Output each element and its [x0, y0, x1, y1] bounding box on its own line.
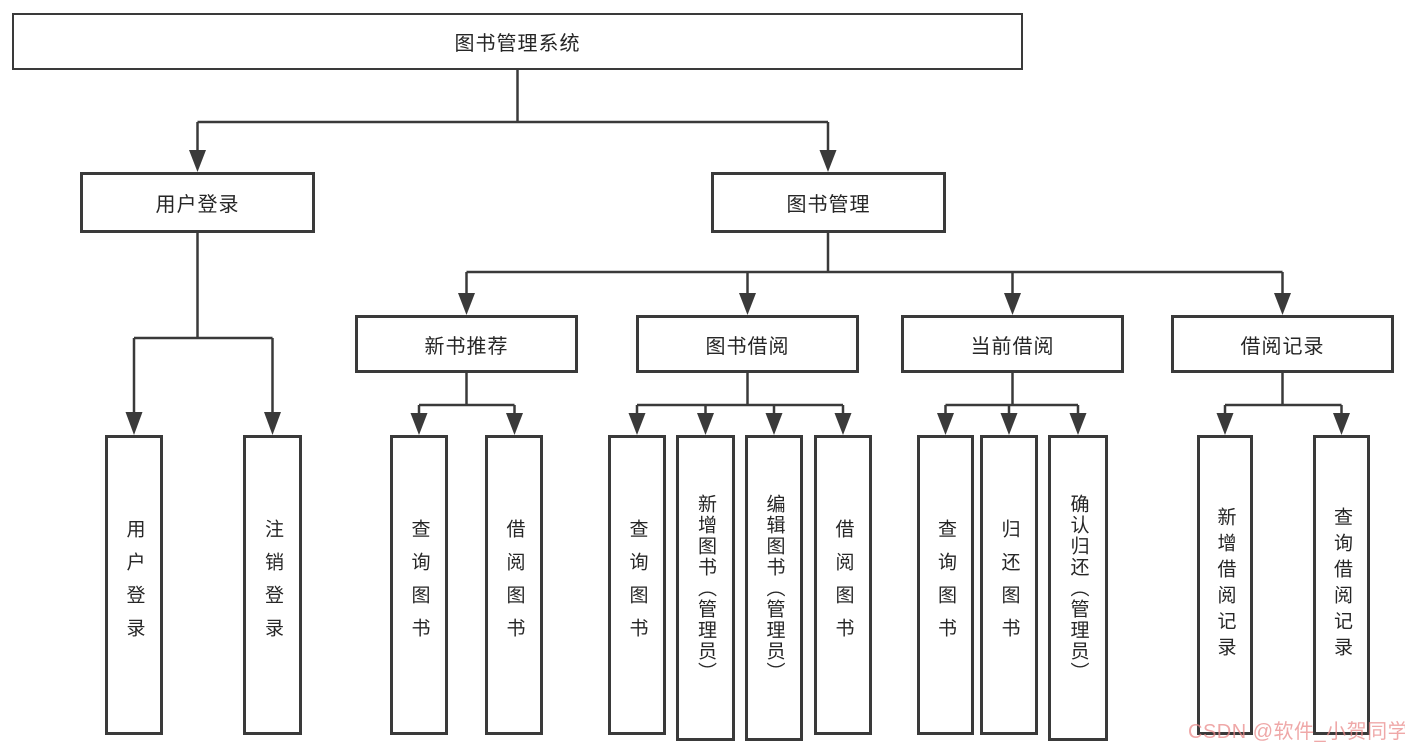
node-label: 当前借阅: [970, 335, 1055, 358]
leaf-add-borrow-record: 新增借阅记录: [1197, 435, 1253, 735]
leaf-borrow-books-recommend: 借阅图书: [485, 435, 543, 735]
node-label: 图书管理: [786, 194, 871, 216]
node-borrowing-records: 借阅记录: [1171, 315, 1394, 373]
node-label: 查询借阅记录: [1331, 507, 1352, 663]
node-current-borrowing: 当前借阅: [901, 315, 1124, 373]
node-label: 编辑图书（管理员）: [763, 493, 785, 683]
leaf-edit-books-admin: 编辑图书（管理员）: [745, 435, 803, 741]
leaf-add-books-admin: 新增图书（管理员）: [676, 435, 735, 741]
node-library-management-system: 图书管理系统: [12, 13, 1023, 70]
node-book-management: 图书管理: [711, 172, 946, 233]
node-label: 确认归还（管理员）: [1067, 493, 1089, 683]
node-label: 新书推荐: [424, 335, 509, 358]
leaf-return-books: 归还图书: [980, 435, 1038, 735]
node-label: 用户登录: [123, 519, 145, 651]
leaf-query-borrow-record: 查询借阅记录: [1313, 435, 1370, 735]
leaf-logout: 注销登录: [243, 435, 302, 735]
node-user-login: 用户登录: [80, 172, 315, 233]
leaf-user-login: 用户登录: [105, 435, 163, 735]
node-label: 借阅图书: [832, 519, 854, 651]
node-label: 借阅记录: [1240, 335, 1325, 358]
csdn-watermark: CSDN @软件_小贺同学: [1188, 721, 1405, 743]
node-label: 图书管理系统: [454, 33, 581, 55]
node-label: 查询图书: [935, 519, 956, 651]
node-new-book-recommendation: 新书推荐: [355, 315, 578, 373]
node-label: 图书借阅: [705, 335, 790, 358]
node-label: 归还图书: [998, 519, 1020, 651]
node-label: 用户登录: [155, 194, 240, 216]
leaf-query-books-borrowing: 查询图书: [608, 435, 666, 735]
node-label: 新增图书（管理员）: [695, 493, 716, 683]
node-book-borrowing: 图书借阅: [636, 315, 859, 373]
node-label: 查询图书: [626, 519, 648, 651]
node-label: 注销登录: [262, 519, 283, 651]
node-label: 借阅图书: [503, 519, 525, 651]
leaf-borrow-books: 借阅图书: [814, 435, 872, 735]
leaf-confirm-return-admin: 确认归还（管理员）: [1048, 435, 1108, 741]
node-label: 新增借阅记录: [1214, 507, 1236, 663]
leaf-query-books-recommend: 查询图书: [390, 435, 448, 735]
leaf-query-books-current: 查询图书: [917, 435, 974, 735]
node-label: 查询图书: [408, 519, 430, 651]
